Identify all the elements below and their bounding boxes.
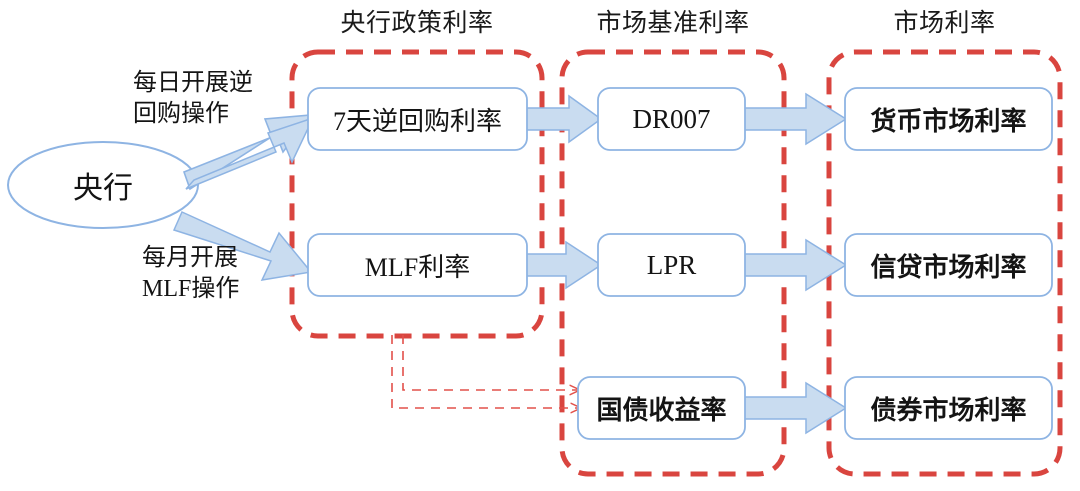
node-label-reverse-repo-rate[interactable]: 7天逆回购利率 bbox=[332, 106, 502, 136]
flow-arrow-cb-to-mlf bbox=[172, 211, 313, 281]
flow-arrow-dr007-to-money-market bbox=[743, 92, 848, 146]
node-box-lpr[interactable] bbox=[597, 233, 746, 297]
flow-arrow-lpr-to-credit-market bbox=[743, 238, 848, 292]
flow-arrow-repo-to-dr007 bbox=[520, 94, 603, 144]
node-central-bank-shape[interactable] bbox=[7, 141, 199, 229]
edge-label-monthly-line2: MLF操作 bbox=[142, 276, 240, 302]
group-box-market bbox=[826, 49, 1063, 477]
node-box-mlf-rate[interactable] bbox=[307, 233, 528, 297]
node-label-bond-yield[interactable]: 国债收益率 bbox=[596, 395, 727, 425]
edge-label-monthly-line1: 每月开展 bbox=[142, 245, 238, 271]
edge-label-daily-reverse-repo: 每日开展逆 回购操作 bbox=[133, 68, 253, 130]
node-label-lpr[interactable]: LPR bbox=[646, 249, 697, 280]
group-title-market: 市场利率 bbox=[893, 10, 996, 37]
node-box-reverse-repo-rate[interactable] bbox=[307, 87, 528, 151]
group-title-policy: 央行政策利率 bbox=[340, 10, 494, 37]
node-label-bond-market-rate[interactable]: 债券市场利率 bbox=[870, 395, 1027, 425]
node-box-money-market-rate[interactable] bbox=[844, 87, 1053, 151]
node-box-bond-yield[interactable] bbox=[577, 376, 746, 440]
node-label-dr007[interactable]: DR007 bbox=[632, 103, 711, 134]
dashed-link-policy-to-bond-yield-lower bbox=[391, 335, 580, 408]
node-label-central-bank[interactable]: 央行 bbox=[73, 172, 133, 205]
group-box-policy bbox=[289, 49, 545, 339]
group-title-benchmark: 市场基准利率 bbox=[596, 10, 750, 37]
node-box-bond-market-rate[interactable] bbox=[844, 376, 1053, 440]
node-box-dr007[interactable] bbox=[597, 87, 746, 151]
flow-arrow-bond-yield-to-bond-market bbox=[743, 381, 848, 435]
node-label-money-market-rate[interactable]: 货币市场利率 bbox=[870, 106, 1027, 136]
edge-label-daily-line2: 回购操作 bbox=[133, 101, 229, 127]
flow-arrow-mlf-to-lpr bbox=[520, 240, 603, 290]
node-label-mlf-rate[interactable]: MLF利率 bbox=[364, 252, 471, 282]
node-box-credit-market-rate[interactable] bbox=[844, 233, 1053, 297]
node-label-credit-market-rate[interactable]: 信贷市场利率 bbox=[870, 252, 1027, 282]
dashed-link-policy-to-bond-yield-upper bbox=[402, 335, 579, 390]
flow-arrow-cb-to-reverse-repo-main bbox=[185, 116, 315, 190]
edge-label-monthly-mlf: 每月开展 MLF操作 bbox=[142, 243, 239, 305]
edge-label-daily-line1: 每日开展逆 bbox=[133, 70, 253, 96]
